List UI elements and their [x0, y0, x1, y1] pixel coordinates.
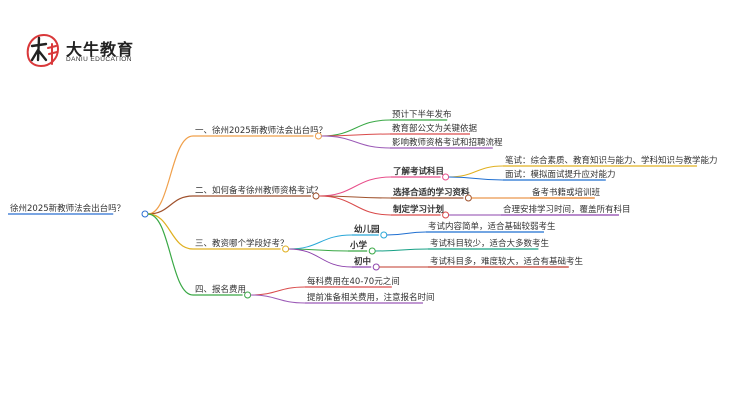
branch-2-child-1-leaf-1-link: [448, 165, 504, 178]
branch-2-child-1-leaf-2: 面试：模拟面试提升应对能力: [505, 169, 616, 180]
root-node: 徐州2025新教师法会出台吗？: [10, 203, 125, 214]
branch-3-child-1: 幼儿园: [354, 224, 380, 235]
branch-3-child-2: 小学: [349, 240, 368, 251]
branch-3-child-1-leaf-1-link: [386, 231, 427, 236]
branch-1-child-2: 教育部公文为关键依据: [392, 123, 478, 134]
brand-logo: 大牛教育 DANIU EDUCATION: [22, 30, 152, 70]
root-collapse-dot: [141, 210, 149, 218]
branch-3-child-1-leaf-1: 考试内容简单，适合基础较弱考生: [428, 221, 556, 232]
daniu-logo-icon: [26, 33, 60, 68]
branch-1-dot: [314, 132, 322, 140]
branch-2-child-2-leaf-1: 备考书籍或培训班: [532, 187, 601, 198]
branch-4-label: 四、报名费用: [195, 284, 246, 295]
branch-2-child-3: 制定学习计划: [393, 204, 444, 215]
brand-name: 大牛教育: [66, 40, 135, 59]
branch-2-label: 二、如何备考徐州教师资格考试？: [195, 185, 323, 196]
branch-3-dot: [282, 245, 290, 253]
branch-3-child-1-dot: [380, 231, 388, 239]
branch-1-link: [147, 135, 194, 215]
branch-4-link: [147, 213, 194, 296]
branch-3-child-3-leaf-1: 考试科目多，难度较大，适合有基础考生: [430, 256, 584, 267]
branch-4-child-2-link: [250, 294, 306, 304]
branch-3-link: [147, 213, 194, 250]
branch-1-child-3-link: [321, 135, 391, 149]
branch-2-child-1-leaf-2-link: [448, 176, 504, 181]
branch-3-child-2-leaf-1-link: [375, 248, 429, 252]
branch-3-child-3-dot: [372, 263, 380, 271]
branch-2-child-2: 选择合适的学习资料: [393, 187, 470, 198]
branch-4-dot: [244, 291, 252, 299]
branch-3-child-3-link: [288, 248, 353, 268]
branch-2-child-1-leaf-1: 笔试：综合素质、教育知识与能力、学科知识与教学能力: [505, 155, 718, 166]
branch-1-child-1: 预计下半年发布: [392, 109, 452, 120]
branch-2-child-3-dot: [442, 211, 450, 219]
branch-2-link: [147, 195, 194, 215]
branch-2-child-3-leaf-1: 合理安排学习时间，覆盖所有科目: [503, 204, 631, 215]
branch-2-child-2-dot: [464, 194, 472, 202]
branch-3-child-2-leaf-1: 考试科目较少，适合大多数考生: [430, 238, 550, 249]
branch-4-child-1: 每科费用在40-70元之间: [307, 276, 400, 287]
branch-3-child-3: 初中: [354, 256, 371, 267]
branch-1-label: 一、徐州2025新教师法会出台吗？: [195, 125, 327, 136]
branch-3-label: 三、教资哪个学段好考？: [195, 238, 289, 249]
branch-2-child-1-dot: [442, 173, 450, 181]
branch-2-child-1: 了解考试科目: [393, 166, 444, 177]
branch-3-child-1-link: [288, 234, 353, 250]
branch-1-child-3: 影响教师资格考试和招聘流程: [392, 137, 503, 148]
branch-2-child-1-link: [318, 176, 392, 197]
branch-2-dot: [312, 192, 320, 200]
branch-4-child-1-link: [250, 286, 306, 296]
brand-subtitle: DANIU EDUCATION: [66, 56, 132, 63]
branch-4-child-2: 提前准备相关费用，注意报名时间: [307, 292, 435, 303]
branch-2-child-3-link: [318, 195, 392, 216]
branch-3-child-2-dot: [368, 247, 376, 255]
